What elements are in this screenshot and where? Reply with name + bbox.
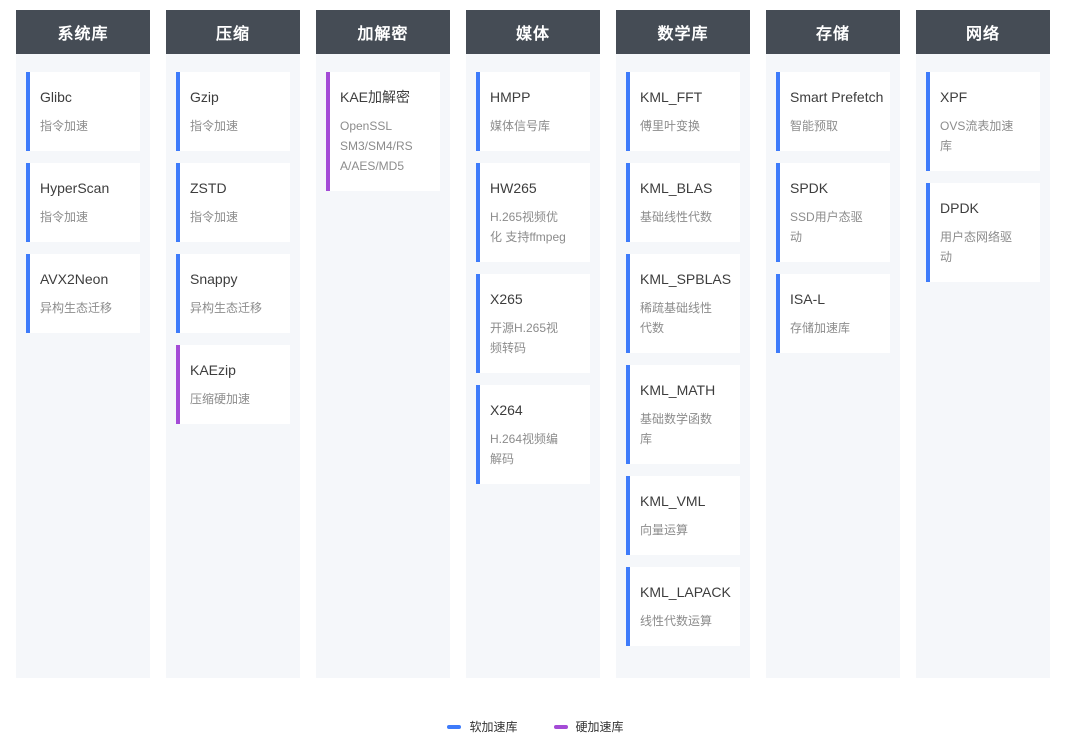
category-header: 数学库 xyxy=(616,10,750,54)
library-name: KML_SPBLAS xyxy=(640,271,732,287)
category-header: 压缩 xyxy=(166,10,300,54)
library-name: AVX2Neon xyxy=(40,271,109,287)
library-card: KML_SPBLAS 稀疏基础线性代数 xyxy=(626,254,740,353)
library-card: KML_BLAS 基础线性代数 xyxy=(626,163,740,242)
library-description: 异构生态迁移 xyxy=(190,301,263,315)
category-header: 网络 xyxy=(916,10,1050,54)
legend-color-swatch xyxy=(553,724,568,729)
library-name: KML_BLAS xyxy=(640,180,713,196)
category-column: 加解密 KAE加解密 OpenSSL SM3/SM4/RSA/AES/MD5 xyxy=(316,10,450,678)
category-header: 存储 xyxy=(766,10,900,54)
library-description: 傅里叶变换 xyxy=(640,119,701,133)
library-card: Gzip 指令加速 xyxy=(176,72,290,151)
category-column: 存储 Smart Prefetch 智能预取 SPDK SSD用户态驱动 ISA-L 存储加… xyxy=(766,10,900,678)
library-name: Gzip xyxy=(190,89,219,105)
category-column: 压缩 Gzip 指令加速 ZSTD 指令加速 Snappy 异构生态迁移 KAEzip 压缩硬加… xyxy=(166,10,300,678)
card-list: KML_FFT 傅里叶变换 KML_BLAS 基础线性代数 KML_SPBLAS 稀疏基础… xyxy=(616,54,750,646)
legend-label: 硬加速库 xyxy=(575,720,624,734)
library-card: AVX2Neon 异构生态迁移 xyxy=(26,254,140,333)
library-name: ISA-L xyxy=(790,291,826,307)
card-list: KAE加解密 OpenSSL SM3/SM4/RSA/AES/MD5 xyxy=(316,54,450,191)
library-description: 基础线性代数 xyxy=(640,210,713,224)
library-name: KML_FFT xyxy=(640,89,703,105)
library-description: 指令加速 xyxy=(40,119,89,133)
library-description: OVS流表加速库 xyxy=(940,119,1014,153)
library-description: 存储加速库 xyxy=(790,321,851,335)
library-description: 线性代数运算 xyxy=(640,614,713,628)
category-header: 加解密 xyxy=(316,10,450,54)
library-card: KML_MATH 基础数学函数库 xyxy=(626,365,740,464)
card-list: Gzip 指令加速 ZSTD 指令加速 Snappy 异构生态迁移 KAEzip 压缩硬加速 xyxy=(166,54,300,424)
library-name: X265 xyxy=(490,291,523,307)
library-name: SPDK xyxy=(790,180,829,196)
library-card: KML_VML 向量运算 xyxy=(626,476,740,555)
library-description: H.264视频编解码 xyxy=(490,432,559,466)
library-name: XPF xyxy=(940,89,968,105)
library-description: 指令加速 xyxy=(190,119,239,133)
library-card: HyperScan 指令加速 xyxy=(26,163,140,242)
library-description: SSD用户态驱动 xyxy=(790,210,863,244)
library-name: KML_MATH xyxy=(640,382,716,398)
library-name: X264 xyxy=(490,402,523,418)
library-card: Glibc 指令加速 xyxy=(26,72,140,151)
library-description: 异构生态迁移 xyxy=(40,301,113,315)
legend-item-soft: 软加速库 xyxy=(447,718,518,735)
library-name: KML_LAPACK xyxy=(640,584,731,600)
library-card: KAEzip 压缩硬加速 xyxy=(176,345,290,424)
card-list: XPF OVS流表加速库 DPDK 用户态网络驱动 xyxy=(916,54,1050,282)
library-name: KAEzip xyxy=(190,362,236,378)
library-description: 媒体信号库 xyxy=(490,119,551,133)
library-description: 指令加速 xyxy=(190,210,239,224)
library-name: Smart Prefetch xyxy=(790,89,884,105)
legend-color-swatch xyxy=(447,724,462,729)
library-name: Snappy xyxy=(190,271,238,287)
library-card: ZSTD 指令加速 xyxy=(176,163,290,242)
legend-item-hard: 硬加速库 xyxy=(553,718,624,735)
library-name: HyperScan xyxy=(40,180,110,196)
library-description: H.265视频优化 支持ffmpeg xyxy=(490,210,566,244)
library-name: Glibc xyxy=(40,89,72,105)
category-column: 系统库 Glibc 指令加速 HyperScan 指令加速 AVX2Neon 异构生态迁移 xyxy=(16,10,150,678)
category-header: 媒体 xyxy=(466,10,600,54)
library-card: HMPP 媒体信号库 xyxy=(476,72,590,151)
library-name: DPDK xyxy=(940,200,979,216)
library-card: DPDK 用户态网络驱动 xyxy=(926,183,1040,282)
library-card: Snappy 异构生态迁移 xyxy=(176,254,290,333)
library-description: 压缩硬加速 xyxy=(190,392,251,406)
library-description: 向量运算 xyxy=(640,523,689,537)
library-card: ISA-L 存储加速库 xyxy=(776,274,890,353)
legend: 软加速库 硬加速库 xyxy=(0,718,1071,735)
library-description: 智能预取 xyxy=(790,119,839,133)
library-description: 稀疏基础线性代数 xyxy=(640,301,713,335)
card-list: Smart Prefetch 智能预取 SPDK SSD用户态驱动 ISA-L 存储加速库 xyxy=(766,54,900,353)
library-name: HW265 xyxy=(490,180,537,196)
library-description: 用户态网络驱动 xyxy=(940,230,1013,264)
library-card: Smart Prefetch 智能预取 xyxy=(776,72,890,151)
library-card: KAE加解密 OpenSSL SM3/SM4/RSA/AES/MD5 xyxy=(326,72,440,191)
category-column: 数学库 KML_FFT 傅里叶变换 KML_BLAS 基础线性代数 KML_SPBLAS 稀… xyxy=(616,10,750,678)
library-description: OpenSSL SM3/SM4/RSA/AES/MD5 xyxy=(340,119,413,173)
library-name: ZSTD xyxy=(190,180,227,196)
library-name: KAE加解密 xyxy=(340,89,411,105)
library-card: X265 开源H.265视频转码 xyxy=(476,274,590,373)
library-description: 基础数学函数库 xyxy=(640,412,713,446)
library-name: HMPP xyxy=(490,89,531,105)
library-description: 指令加速 xyxy=(40,210,89,224)
library-card: KML_FFT 傅里叶变换 xyxy=(626,72,740,151)
category-header: 系统库 xyxy=(16,10,150,54)
library-name: KML_VML xyxy=(640,493,706,509)
card-list: Glibc 指令加速 HyperScan 指令加速 AVX2Neon 异构生态迁移 xyxy=(16,54,150,333)
category-column: 网络 XPF OVS流表加速库 DPDK 用户态网络驱动 xyxy=(916,10,1050,678)
library-card: KML_LAPACK 线性代数运算 xyxy=(626,567,740,646)
library-description: 开源H.265视频转码 xyxy=(490,321,559,355)
library-card: XPF OVS流表加速库 xyxy=(926,72,1040,171)
library-card: SPDK SSD用户态驱动 xyxy=(776,163,890,262)
legend-label: 软加速库 xyxy=(469,720,518,734)
